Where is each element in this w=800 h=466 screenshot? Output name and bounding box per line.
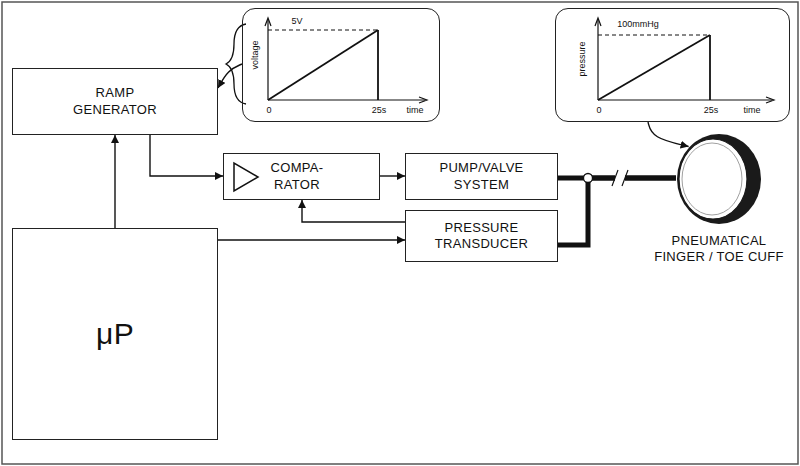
time-value: 25s <box>371 106 388 115</box>
box-label: COMPA- RATOR <box>266 160 328 193</box>
pipe-break-mark <box>612 170 618 186</box>
axis-origin: 0 <box>265 106 272 115</box>
box-label: RAMP GENERATOR <box>70 85 160 118</box>
cuff-outer <box>677 134 761 224</box>
axis-origin: 0 <box>595 106 602 115</box>
signal-arrow <box>648 122 689 146</box>
axis-title: time <box>405 106 424 115</box>
cuff-symbol <box>676 133 762 225</box>
cuff-label: PNEUMATICAL FINGER / TOE CUFF <box>652 233 786 266</box>
signal-arrow <box>218 239 405 240</box>
pipe-junction <box>584 174 593 183</box>
level-value: 5V <box>290 17 303 26</box>
comparator-box: COMPA- RATOR <box>223 153 380 200</box>
pressure-chart <box>595 18 774 103</box>
signal-arrow <box>150 135 223 176</box>
box-label: PRESSURE TRANSDUCER <box>429 220 535 253</box>
process-box: PUMP/VALVE SYSTEM <box>405 153 558 200</box>
signal-arrow <box>218 64 242 88</box>
callout-brace <box>226 24 246 104</box>
pipe-details <box>584 170 629 186</box>
cuff-ring: PNEUMATICAL FINGER / TOE CUFF <box>676 133 762 225</box>
amplifier-triangle <box>234 163 258 191</box>
signal-arrow <box>114 135 115 228</box>
time-value: 25s <box>703 106 720 115</box>
cuff-inner <box>679 139 747 219</box>
voltage-chart <box>265 18 427 103</box>
pipe-break-mark <box>622 170 628 186</box>
axis-title: voltage <box>251 39 260 70</box>
signal-arrow <box>380 175 405 176</box>
graph-callout: 100mmHg pressure 0 25s time <box>555 8 790 122</box>
axis-title: time <box>742 106 761 115</box>
box-label: PUMP/VALVE SYSTEM <box>434 160 530 193</box>
level-value: 100mmHg <box>616 20 660 29</box>
axis-title: pressure <box>578 40 587 77</box>
graph-callout: 5V voltage 0 25s time <box>242 8 440 122</box>
box-label: μP <box>40 315 190 353</box>
pneumatic-tube <box>558 178 676 245</box>
cuff-shade <box>682 143 742 215</box>
process-box: RAMP GENERATOR <box>12 68 218 135</box>
process-box: PRESSURE TRANSDUCER <box>405 210 558 262</box>
signal-arrow <box>302 200 405 222</box>
processor-box: μP <box>12 228 218 440</box>
